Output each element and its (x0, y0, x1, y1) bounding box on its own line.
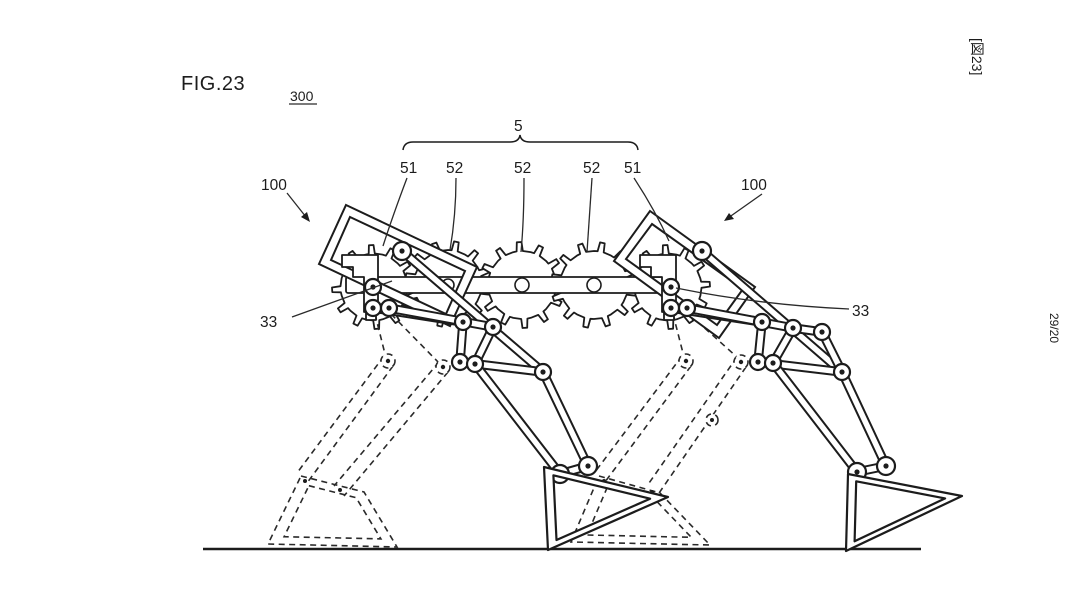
arrowhead-right (724, 213, 734, 221)
gear-axle-bar (345, 276, 669, 294)
figure-label: FIG.23 (181, 73, 245, 95)
foot-center (542, 465, 670, 552)
ghost-leg-middle (569, 313, 749, 546)
callout-leg-unit-right: 100 (741, 177, 767, 194)
figure-tag-vertical: [図23] (969, 38, 985, 75)
callout-crank-right: 33 (852, 303, 869, 320)
ghost-leg-left (266, 313, 451, 548)
assembly-ref-label: 300 (290, 88, 314, 104)
callout-gear-52-b: 52 (514, 160, 531, 177)
brace-gear-train (402, 134, 639, 151)
callout-gear-train: 5 (514, 118, 523, 135)
foot-right (844, 472, 964, 553)
page-number-vertical: 29/20 (1047, 313, 1061, 343)
arrowhead-left (301, 212, 310, 222)
callout-gear-52-a: 52 (446, 160, 463, 177)
leader-lines (286, 103, 850, 318)
callout-gear-51-right: 51 (624, 160, 641, 177)
callout-gear-52-c: 52 (583, 160, 600, 177)
callout-leg-unit-left: 100 (261, 177, 287, 194)
callout-gear-51-left: 51 (400, 160, 417, 177)
pivot-joints (363, 240, 897, 485)
callout-crank-left: 33 (260, 314, 277, 331)
